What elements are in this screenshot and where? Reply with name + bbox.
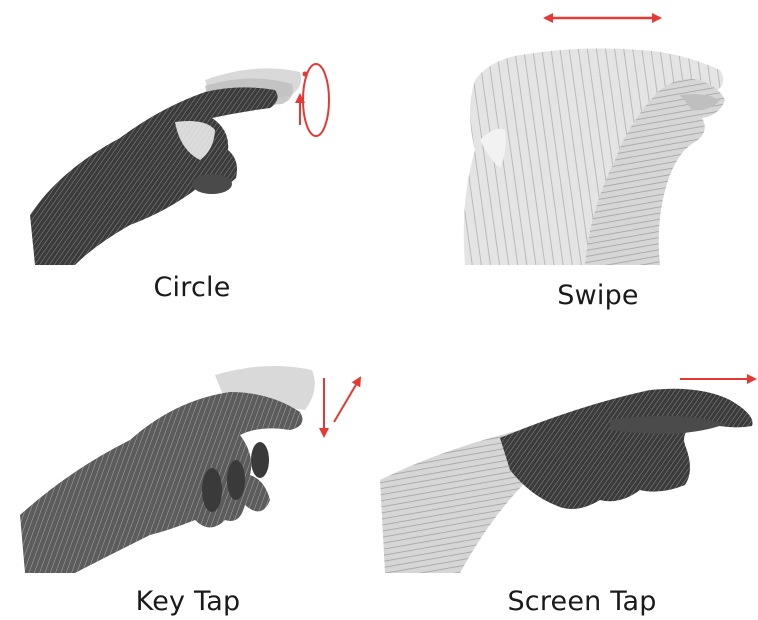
gesture-label-circle: Circle xyxy=(153,272,230,303)
gesture-panel-circle: Circle xyxy=(0,0,380,270)
gesture-panel-swipe: Swipe xyxy=(380,0,758,320)
swipe-hand-illustration xyxy=(380,0,758,270)
gesture-label-swipe: Swipe xyxy=(557,280,638,311)
key-tap-up-arrow xyxy=(334,378,360,422)
gesture-panel-key-tap: Key Tap xyxy=(0,330,380,620)
gesture-label-screen-tap: Screen Tap xyxy=(507,586,656,617)
gesture-panel-screen-tap: Screen Tap xyxy=(380,330,758,620)
circle-hand-illustration xyxy=(0,0,380,270)
key-tap-hand-illustration xyxy=(0,330,380,580)
screen-tap-hand-illustration xyxy=(380,330,758,580)
gesture-label-key-tap: Key Tap xyxy=(136,586,241,617)
